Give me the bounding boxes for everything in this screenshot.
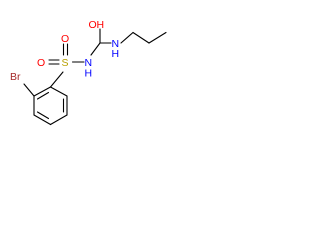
carbon-bromine-bond	[23, 83, 35, 97]
carbonyl-oxygen-atom: O	[89, 19, 97, 31]
ring-double-bond	[36, 91, 50, 100]
urea-nitrogen-hydrogen-atom: H	[112, 48, 120, 60]
propyl-bond	[132, 31, 150, 44]
sulfonamide-nitrogen-atom: N	[85, 57, 93, 69]
hydroxyl-hydrogen-atom: H	[97, 19, 105, 31]
urea-nitrogen-atom: N	[112, 38, 120, 50]
ring-bond	[49, 86, 68, 97]
ring-bond	[49, 114, 68, 126]
oxygen-left-atom: O	[37, 57, 45, 69]
carbon-sulfur-bond	[49, 71, 64, 88]
oxygen-top-atom: O	[61, 33, 69, 45]
molecule-structure-diagram: Br S O O N H O H N H	[10, 19, 167, 126]
propyl-bond	[148, 31, 167, 44]
ring-bond	[33, 86, 52, 97]
ring-bond	[33, 114, 52, 126]
benzene-ring	[33, 86, 68, 126]
nitrogen-carbon-bond	[90, 42, 101, 56]
bromine-atom: Br	[10, 71, 21, 83]
sulfonamide-hydrogen-atom: H	[85, 68, 93, 80]
sulfur-atom: S	[62, 57, 69, 69]
ring-double-bond	[36, 111, 50, 120]
nitrogen-propyl-bond	[120, 31, 134, 44]
